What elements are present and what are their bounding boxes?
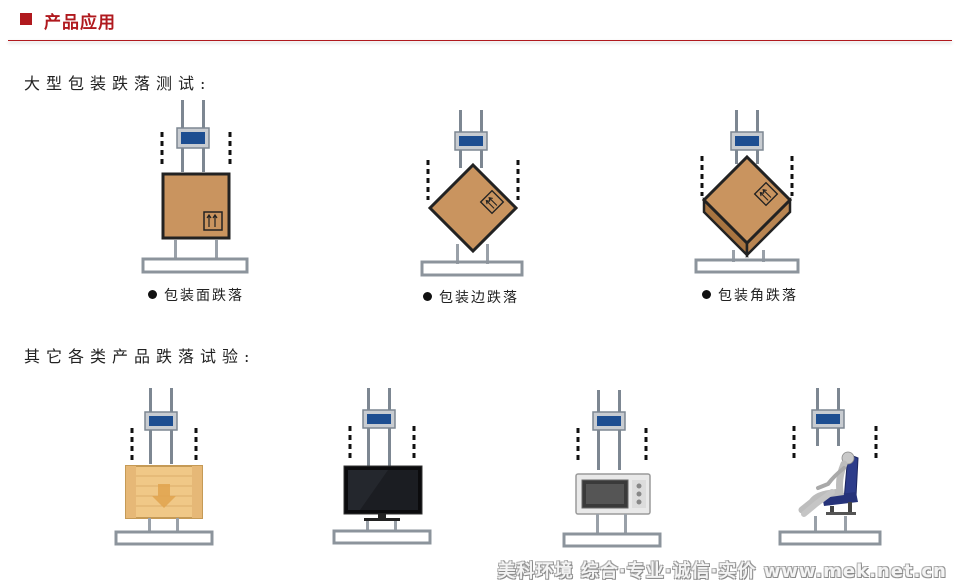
page-title: 产品应用 [44,13,116,33]
car-seat-drop-icon [778,388,882,546]
wooden-crate-drop-icon [114,388,214,546]
header-bullet-icon [20,13,32,25]
caption-flat-drop: 包装面跌落 [148,285,244,305]
section-title-other-products: 其它各类产品跌落试验: [24,347,256,366]
watermark: 美科环境 综合·专业·诚信·实价 www.mek.net.cn [497,561,947,582]
header-divider [8,40,952,41]
microwave-drop-icon [562,390,662,548]
caption-corner-drop: 包装角跌落 [702,285,798,305]
bullet-dot-icon [702,290,711,299]
bullet-dot-icon [423,292,432,301]
section-title-large-package: 大型包装跌落测试: [24,74,212,93]
caption-edge-drop: 包装边跌落 [423,287,519,307]
flat-box-drop-icon [141,100,249,274]
corner-box-drop-icon [694,110,800,274]
page-header: 产品应用 [0,0,957,44]
edge-box-drop-icon [420,110,524,277]
television-drop-icon [332,388,432,545]
bullet-dot-icon [148,290,157,299]
